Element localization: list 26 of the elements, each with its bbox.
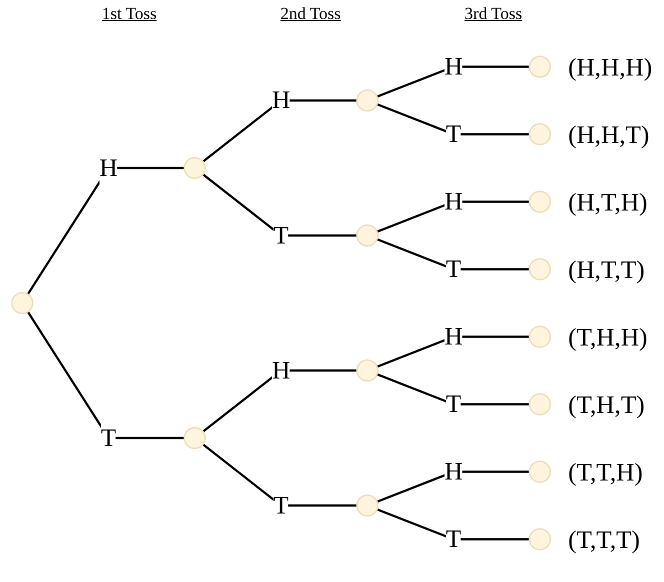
node-dot — [356, 224, 378, 247]
node-dot — [528, 190, 551, 213]
outcome-label: (T,T,H) — [568, 460, 643, 487]
node-dot — [528, 326, 551, 348]
column-heading: 2nd Toss — [280, 4, 341, 24]
outcome-label: (H,T,H) — [568, 190, 648, 217]
column-heading: 3rd Toss — [464, 4, 522, 24]
outcome-label: (H,H,T) — [568, 122, 650, 150]
node-dot — [528, 258, 551, 280]
outcome-label: (T,H,T) — [568, 392, 645, 420]
node-dot — [356, 359, 378, 382]
outcome-label: (T,H,H) — [568, 324, 648, 352]
node-dot — [528, 393, 551, 416]
node-dot — [184, 156, 206, 180]
outcome-label: (T,T,T) — [568, 527, 640, 554]
node-dot — [356, 89, 378, 112]
node-dot — [528, 56, 551, 78]
node-dot — [528, 528, 551, 550]
outcome-label: (H,T,T) — [568, 257, 645, 284]
node-dot — [11, 292, 34, 314]
node-dot — [528, 460, 551, 483]
node-dot — [184, 426, 206, 450]
node-dot — [356, 494, 378, 517]
outcome-label: (H,H,H) — [568, 54, 652, 82]
node-dot — [528, 123, 551, 146]
column-heading: 1st Toss — [102, 4, 157, 24]
